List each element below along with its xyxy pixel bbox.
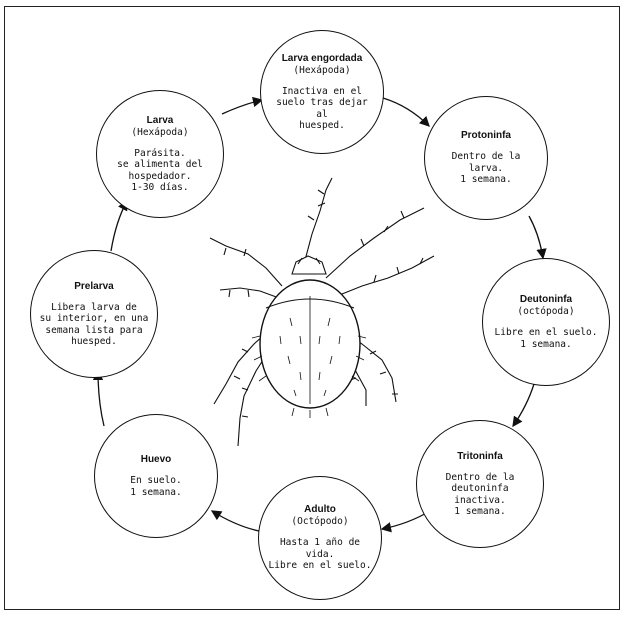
node-description: Hasta 1 año de vida. Libre en el suelo. xyxy=(259,537,381,572)
node-description: Dentro de la larva. 1 semana. xyxy=(425,151,547,186)
arrow-prelarva-to-larva xyxy=(111,201,127,251)
node-title: Tritoninfa xyxy=(457,451,503,463)
mite-illustration xyxy=(210,178,434,446)
arrow-deutoninfa-to-tritoninfa xyxy=(513,384,534,426)
node-description: Libera larva de su interior, en una sema… xyxy=(32,302,157,348)
node-description: En suelo. 1 semana. xyxy=(122,475,189,498)
node-subtitle: (Hexápoda) xyxy=(293,65,350,77)
node-title: Larva xyxy=(147,115,174,127)
arrow-larva-engordada-to-protoninfa xyxy=(383,98,429,126)
node-title: Protoninfa xyxy=(461,130,511,142)
node-description: Inactiva en el suelo tras dejar al huesp… xyxy=(261,86,383,132)
node-title: Deutoninfa xyxy=(520,294,572,306)
arrow-adulto-to-huevo xyxy=(212,511,259,531)
node-description: Parásita. se alimenta del hospedador. 1-… xyxy=(109,148,211,194)
node-description: Dentro de la deutoninfa inactiva. 1 sema… xyxy=(417,472,543,518)
node-description: Libre en el suelo. 1 semana. xyxy=(487,327,606,350)
arrow-huevo-to-prelarva xyxy=(98,371,104,426)
node-subtitle: (Octópodo) xyxy=(291,516,348,528)
life-cycle-diagram: Larva engordada (Hexápoda) Inactiva en e… xyxy=(4,6,620,610)
node-prelarva: Prelarva Libera larva de su interior, en… xyxy=(30,250,158,378)
arrow-protoninfa-to-deutoninfa xyxy=(529,216,543,258)
node-deutoninfa: Deutoninfa (octópoda) Libre en el suelo.… xyxy=(482,258,610,386)
node-huevo: Huevo En suelo. 1 semana. xyxy=(94,414,218,538)
node-larva: Larva (Hexápoda) Parásita. se alimenta d… xyxy=(96,90,224,218)
node-subtitle: (octópoda) xyxy=(517,306,574,318)
node-larva-engordada: Larva engordada (Hexápoda) Inactiva en e… xyxy=(260,30,384,154)
arrow-larva-to-larva-engordada xyxy=(222,100,262,114)
node-subtitle: (Hexápoda) xyxy=(131,127,188,139)
node-title: Huevo xyxy=(141,454,172,466)
node-tritoninfa: Tritoninfa Dentro de la deutoninfa inact… xyxy=(416,420,544,548)
node-protoninfa: Protoninfa Dentro de la larva. 1 semana. xyxy=(424,96,548,220)
node-title: Adulto xyxy=(304,504,336,516)
node-title: Prelarva xyxy=(74,281,113,293)
node-title: Larva engordada xyxy=(282,53,363,65)
node-adulto: Adulto (Octópodo) Hasta 1 año de vida. L… xyxy=(258,476,382,600)
